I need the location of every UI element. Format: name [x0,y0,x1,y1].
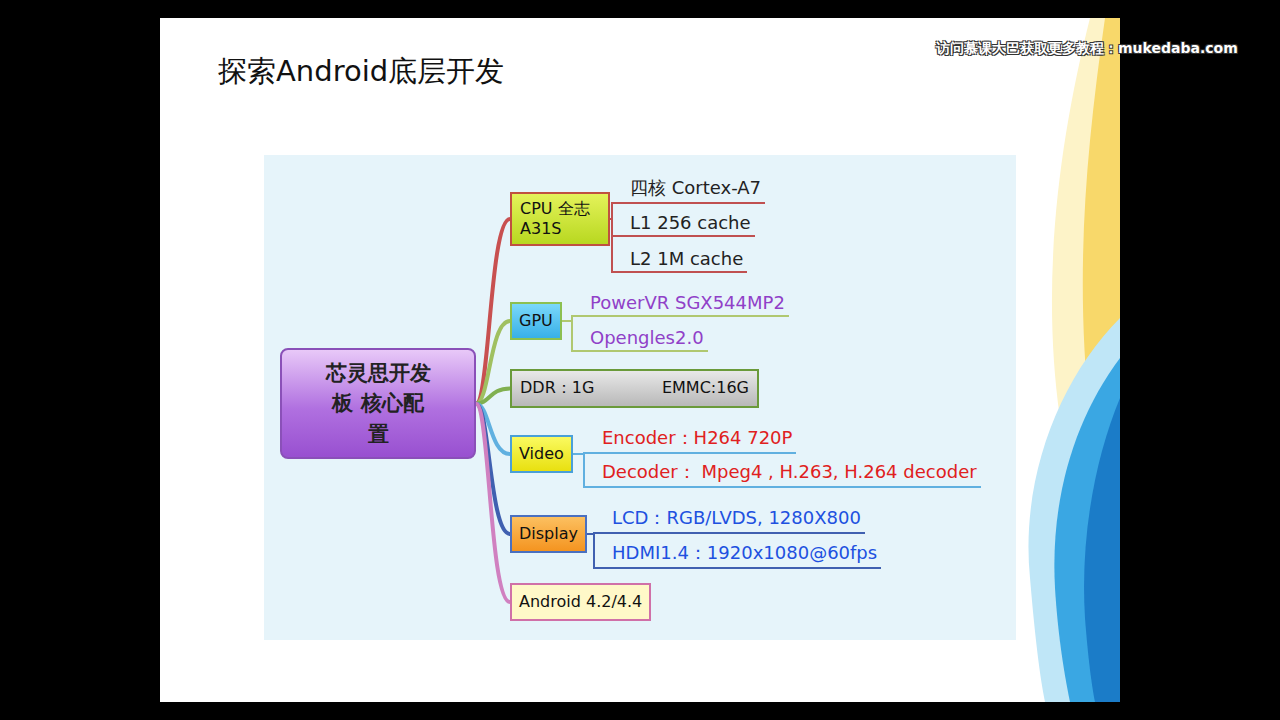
node-text: DDR：1G [520,378,594,399]
node-text: Encoder：H264 720P [602,426,792,450]
topic-item: Opengles2.0 [578,327,708,352]
topic-item: 四核 Cortex-A7 [618,176,765,204]
topic-item: Encoder：H264 720P [590,426,796,454]
branch-line [587,534,600,568]
node-text: Display [519,522,578,546]
node-text: GPU [519,309,553,333]
branch-box: Video [510,435,573,473]
branch-box: Android 4.2/4.4 [510,583,651,621]
central-topic: 芯灵思开发板 核心配置 [280,348,476,459]
node-text: 四核 Cortex-A7 [630,176,761,200]
branch-line [476,321,510,404]
branch-box: GPU [510,302,562,340]
node-text: Android 4.2/4.4 [519,590,642,614]
branch-box: CPU 全志A31S [510,192,610,246]
branch-line [476,404,510,602]
branch-box: DDR：1G EMMC:16G [510,369,759,408]
branch-box: Display [510,515,587,553]
node-text: Video [519,442,564,466]
branch-line [562,321,578,351]
branch-line [573,454,590,487]
branch-line [476,219,510,404]
topic-item: L2 1M cache [618,248,747,273]
node-text: L2 1M cache [630,248,743,269]
node-text: EMMC:16G [662,378,749,399]
topic-item: L1 256 cache [618,212,755,237]
node-text: HDMI1.4：1920x1080@60fps [612,541,877,565]
node-text: Opengles2.0 [590,327,704,348]
node-text: Decoder： Mpeg4 , H.263, H.264 decoder [602,460,977,484]
branch-line [610,219,618,272]
node-text: PowerVR SGX544MP2 [590,292,785,313]
node-text: CPU 全志A31S [520,199,600,239]
node-text: L1 256 cache [630,212,751,233]
topic-item: LCD：RGB/LVDS, 1280X800 [600,506,865,534]
node-text: 芯灵思开发板 核心配置 [323,358,432,449]
slide-title: 探索Android底层开发 [218,52,504,92]
topic-item: PowerVR SGX544MP2 [578,292,789,317]
topic-item: Decoder： Mpeg4 , H.263, H.264 decoder [590,460,981,488]
node-text: LCD：RGB/LVDS, 1280X800 [612,506,861,530]
branch-line [610,203,618,219]
topic-item: HDMI1.4：1920x1080@60fps [600,541,881,569]
branch-line [476,389,510,404]
watermark: 访问慕课大巴获取更多教程：mukedaba.com [936,40,1238,58]
